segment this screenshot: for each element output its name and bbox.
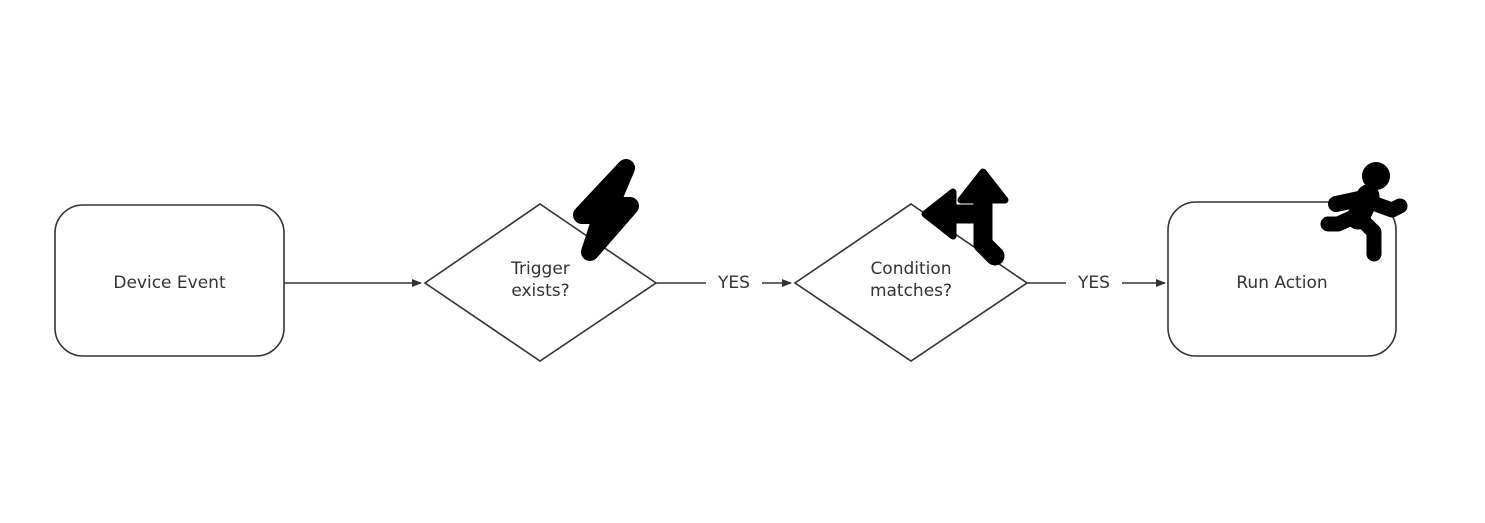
- node-device-event[interactable]: [54, 204, 285, 357]
- running-person-icon: [1320, 162, 1408, 262]
- device-event-shape[interactable]: [54, 204, 285, 357]
- edge-label-yes-1: YES: [718, 273, 750, 293]
- branch-arrow-icon: [921, 168, 1009, 266]
- node-trigger-exists[interactable]: [423, 203, 658, 362]
- node-run-action[interactable]: [1167, 201, 1397, 357]
- trigger-exists-shape[interactable]: [423, 203, 658, 362]
- edge-label-yes-2: YES: [1078, 273, 1110, 293]
- run-action-shape[interactable]: [1167, 201, 1397, 357]
- lightning-bolt-icon: [573, 159, 639, 261]
